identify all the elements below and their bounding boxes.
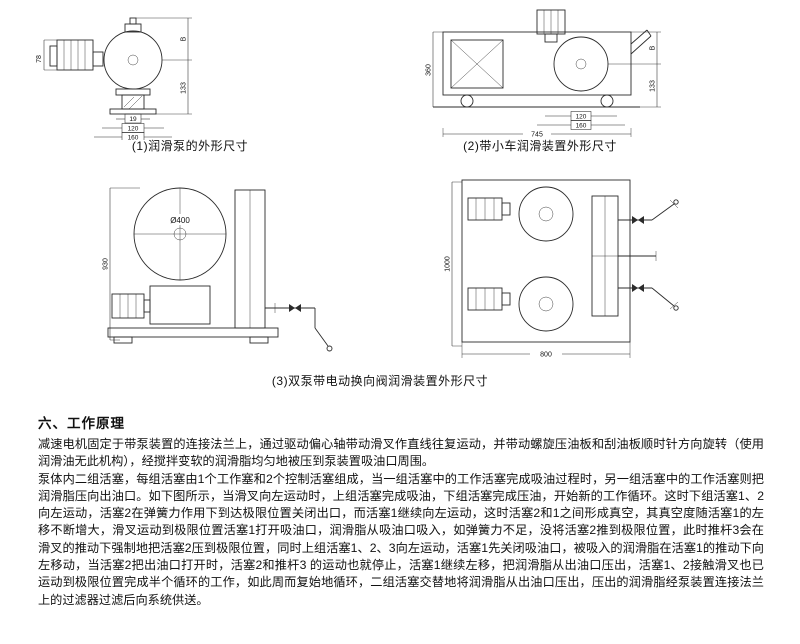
dim-label-160: 160 bbox=[576, 123, 587, 130]
dim-label-800: 800 bbox=[540, 352, 552, 359]
figure-1-pump-outline-drawing: 78 B 133 19 120 160 bbox=[36, 17, 192, 141]
dim-label-133: 133 bbox=[650, 80, 657, 92]
dim-label-745: 745 bbox=[531, 132, 543, 139]
cart-frame-drawing bbox=[433, 29, 652, 108]
dimension-lines: 78 B 133 19 120 160 bbox=[36, 17, 192, 141]
figure-3-dual-pump-station-drawing: 930 Ø400 bbox=[103, 179, 679, 359]
dim-label-diameter-400: Ø400 bbox=[170, 216, 190, 225]
dim-label-160: 160 bbox=[128, 135, 139, 141]
reversing-valve-branches bbox=[618, 199, 679, 311]
pump-on-cart-drawing bbox=[536, 9, 609, 92]
section-heading: 六、工作原理 bbox=[38, 416, 125, 431]
pump-body-drawing bbox=[103, 17, 163, 115]
working-principle-section: 六、工作原理 减速电机固定于带泵装置的连接法兰上，通过驱动偏心轴带动滑叉作直线往… bbox=[38, 412, 764, 609]
figure-2-caption: (2)带小车润滑装置外形尺寸 bbox=[463, 139, 617, 153]
dim-label-B: B bbox=[650, 45, 657, 50]
valve-assembly bbox=[265, 303, 333, 352]
dim-label-1000: 1000 bbox=[445, 256, 452, 272]
dim-label-360: 360 bbox=[426, 64, 433, 76]
pump-unit-2 bbox=[467, 276, 574, 332]
dimension-lines: 360 B 133 120 160 745 bbox=[426, 31, 661, 139]
dim-label-19: 19 bbox=[129, 116, 137, 123]
dim-label-78: 78 bbox=[36, 55, 43, 63]
paragraph-2: 泵体内二组活塞，每组活塞由1个工作塞和2个控制活塞组成，当一组活塞中的工作活塞完… bbox=[38, 471, 764, 607]
figure-1-caption: (1)润滑泵的外形尺寸 bbox=[131, 139, 249, 153]
pump-unit-1 bbox=[467, 186, 574, 242]
station-top-view: 1000 bbox=[445, 179, 679, 359]
figure-2-cart-unit-drawing: 360 B 133 120 160 745 bbox=[426, 9, 661, 139]
paragraph-1: 减速电机固定于带泵装置的连接法兰上，通过驱动偏心轴带动滑叉作直线往复运动，并带动… bbox=[38, 437, 764, 469]
dim-label-930: 930 bbox=[103, 258, 110, 270]
dim-label-120: 120 bbox=[128, 126, 139, 133]
dim-label-120: 120 bbox=[576, 114, 587, 121]
motor-drawing bbox=[49, 39, 104, 71]
dim-label-133: 133 bbox=[181, 82, 188, 94]
dim-label-B: B bbox=[181, 36, 188, 41]
figure-3-caption: (3)双泵带电动换向阀润滑装置外形尺寸 bbox=[271, 374, 489, 388]
station-side-view: 930 Ø400 bbox=[103, 187, 333, 352]
